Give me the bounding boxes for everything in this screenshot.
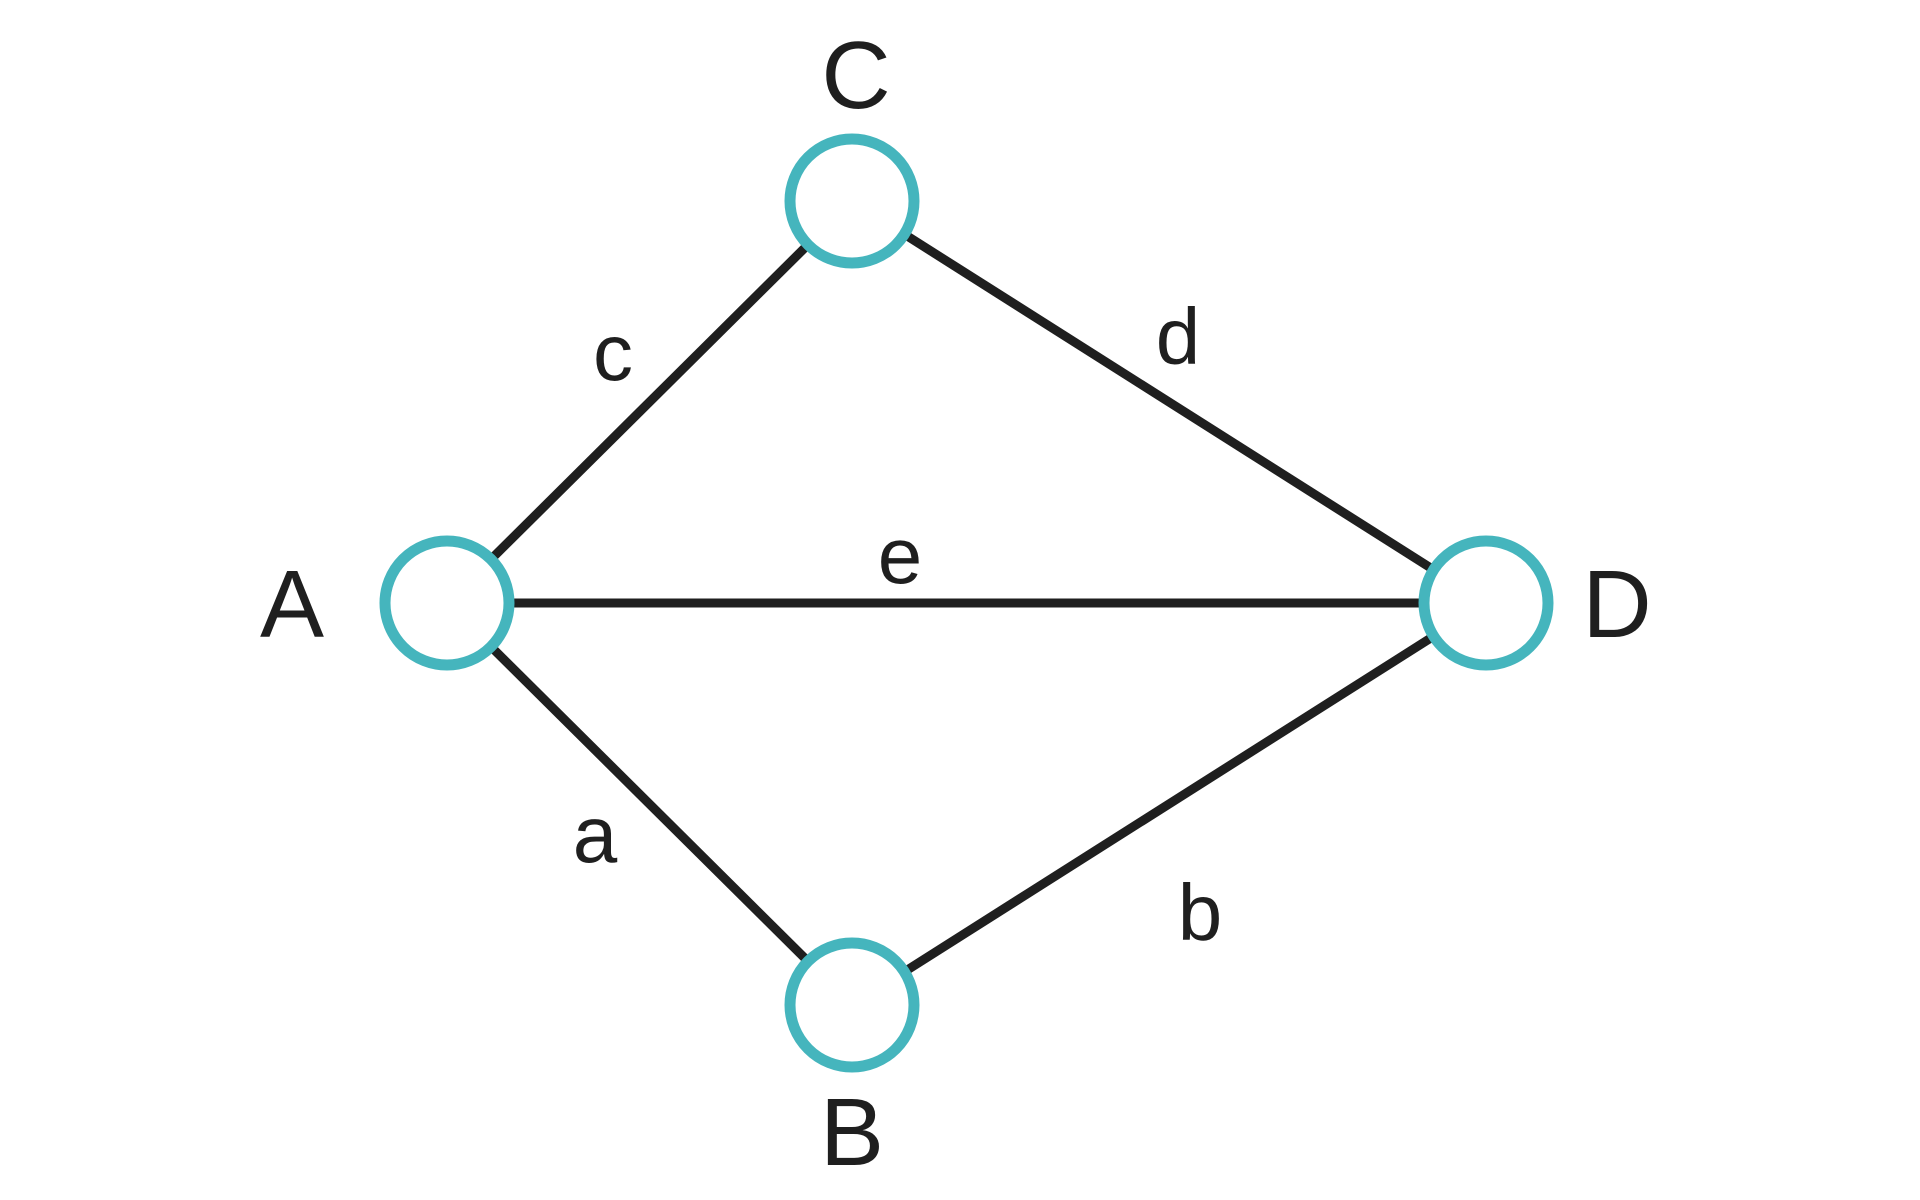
edge-labels: a b c d e [573,292,1223,957]
edge-b [849,599,1489,1009]
node-label-c: C [821,22,890,129]
node-label-b: B [820,1079,884,1186]
node-c [784,133,920,269]
edge-label-b: b [1178,868,1223,957]
edge-label-c: c [593,308,633,397]
edge-label-e: e [878,511,923,600]
edge-a [443,599,856,1009]
edge-c [443,197,856,607]
node-a [379,535,515,671]
edge-d [849,197,1489,607]
edge-label-a: a [573,790,618,879]
node-d [1418,535,1554,671]
node-labels: A B C D [260,22,1652,1186]
node-label-a: A [260,551,324,658]
edge-label-d: d [1156,292,1201,381]
nodes [379,133,1554,1073]
node-b [784,937,920,1073]
edges [443,197,1489,1009]
node-label-d: D [1582,551,1651,658]
